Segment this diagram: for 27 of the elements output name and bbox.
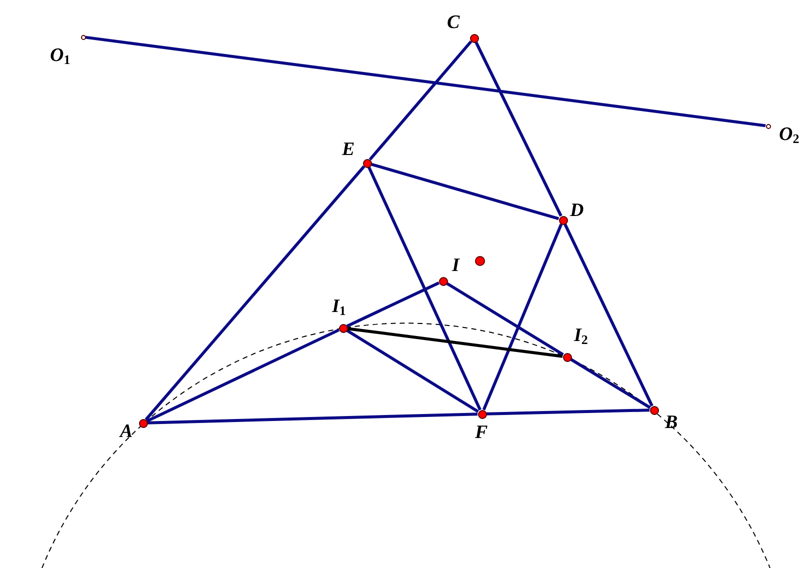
line-segment xyxy=(570,358,651,409)
line-segment xyxy=(346,329,479,413)
line-segment xyxy=(368,40,472,161)
line-segment xyxy=(147,412,478,424)
point-label: E xyxy=(342,140,355,159)
point-label: C xyxy=(447,13,460,32)
point-label: A xyxy=(120,422,133,441)
point-label: B xyxy=(665,413,678,432)
point-label: I$_{2}$ xyxy=(574,326,588,345)
point-label: F xyxy=(475,423,488,442)
line-segment xyxy=(370,162,560,220)
line-segment xyxy=(85,36,766,128)
line-segment xyxy=(144,165,366,421)
line-segment xyxy=(486,408,650,416)
point-label: O$_{2}$ xyxy=(779,125,800,144)
line-segment xyxy=(368,166,482,411)
line-segment xyxy=(146,328,340,422)
line-segment xyxy=(482,224,563,410)
line-segment xyxy=(446,282,564,356)
point-label: D xyxy=(570,201,584,220)
line-segment xyxy=(564,223,654,407)
point-label: O$_{1}$ xyxy=(50,46,70,65)
point-label: I$_{1}$ xyxy=(332,297,346,316)
line-segment xyxy=(346,282,440,328)
line-segment xyxy=(347,327,563,358)
point-label: I xyxy=(452,256,460,275)
line-segment xyxy=(474,41,562,217)
